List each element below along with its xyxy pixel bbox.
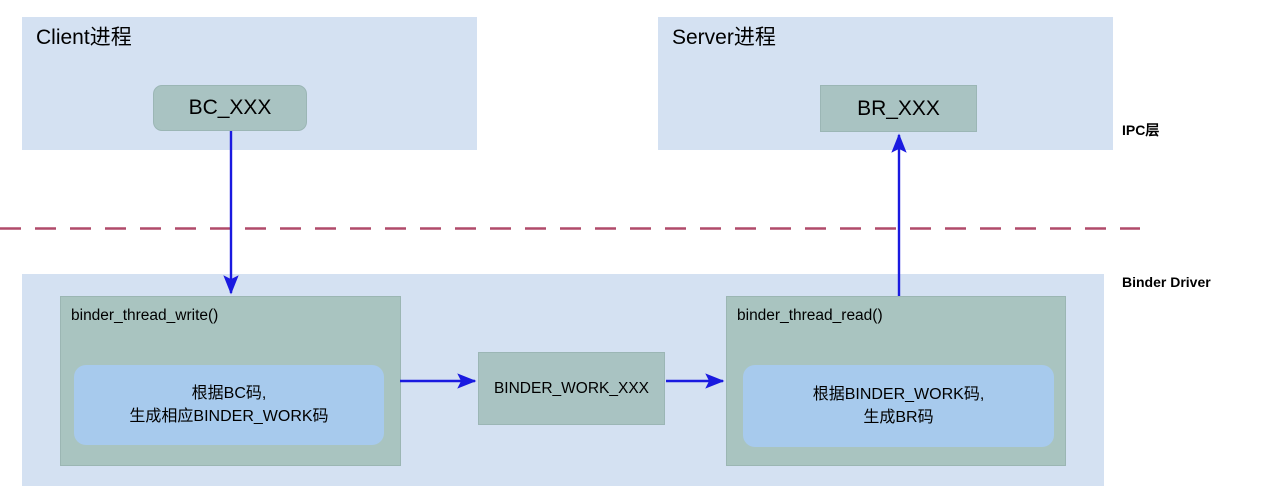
binder-thread-write-note: 根据BC码, 生成相应BINDER_WORK码 xyxy=(74,365,384,445)
read-note-line-2: 生成BR码 xyxy=(863,409,934,426)
write-note-line-2: 生成相应BINDER_WORK码 xyxy=(129,408,329,425)
binder-thread-read-note: 根据BINDER_WORK码, 生成BR码 xyxy=(743,365,1054,447)
client-process-title: Client进程 xyxy=(36,26,132,49)
br-command-box[interactable]: BR_XXX xyxy=(820,85,977,132)
binder-thread-write-label: binder_thread_write() xyxy=(71,307,219,324)
binder-thread-read-label: binder_thread_read() xyxy=(737,307,883,324)
read-note-line-1: 根据BINDER_WORK码, xyxy=(812,385,985,403)
bc-command-box[interactable]: BC_XXX xyxy=(153,85,307,131)
binder-work-box[interactable]: BINDER_WORK_XXX xyxy=(478,352,665,425)
server-process-title: Server进程 xyxy=(672,26,776,49)
binder-thread-write-panel: binder_thread_write() 根据BC码, 生成相应BINDER_… xyxy=(60,296,401,466)
write-note-line-1: 根据BC码, xyxy=(191,384,267,402)
binder-thread-read-panel: binder_thread_read() 根据BINDER_WORK码, 生成B… xyxy=(726,296,1066,466)
ipc-layer-label: IPC层 xyxy=(1122,122,1160,138)
binder-driver-layer-label: Binder Driver xyxy=(1122,274,1211,290)
